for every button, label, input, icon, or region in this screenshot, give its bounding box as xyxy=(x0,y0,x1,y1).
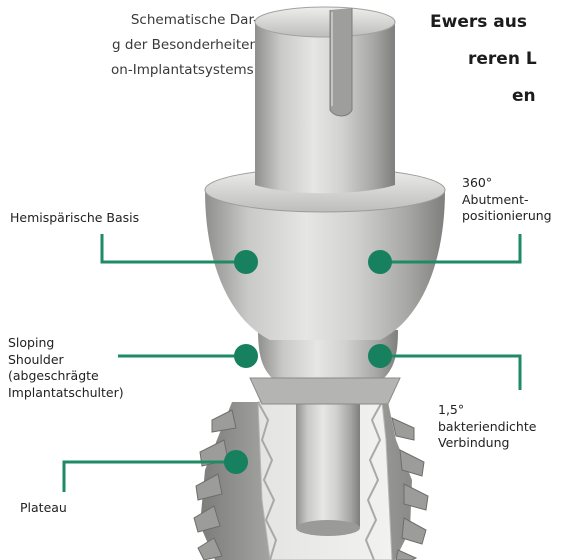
marker-plateau xyxy=(224,450,248,474)
label-text: Abutment- xyxy=(462,192,552,209)
label-text: Plateau xyxy=(20,500,67,517)
marker-shoulder-left xyxy=(234,344,258,368)
marker-shoulder-right xyxy=(368,344,392,368)
abutment-top-post xyxy=(255,22,395,193)
label-text: positionierung xyxy=(462,208,552,225)
label-sloping-shoulder: Sloping Shoulder (abgeschrägte Implantat… xyxy=(8,335,124,401)
leader-connection xyxy=(380,356,520,390)
label-text: Shoulder xyxy=(8,352,124,369)
label-text: (abgeschrägte xyxy=(8,368,124,385)
label-text: Sloping xyxy=(8,335,124,352)
label-hemispherical-base: Hemispärische Basis xyxy=(10,210,139,227)
label-text: 1,5° xyxy=(438,402,536,419)
marker-hemispherical xyxy=(234,250,258,274)
label-connection: 1,5° bakteriendichte Verbindung xyxy=(438,402,536,452)
label-plateau: Plateau xyxy=(20,500,67,517)
label-text: Implantatschulter) xyxy=(8,385,124,402)
label-text: Verbindung xyxy=(438,435,536,452)
label-text: Hemispärische Basis xyxy=(10,210,139,227)
label-text: bakteriendichte xyxy=(438,419,536,436)
label-text: 360° xyxy=(462,175,552,192)
label-abutment-positioning: 360° Abutment- positionierung xyxy=(462,175,552,225)
marker-abutment xyxy=(368,250,392,274)
